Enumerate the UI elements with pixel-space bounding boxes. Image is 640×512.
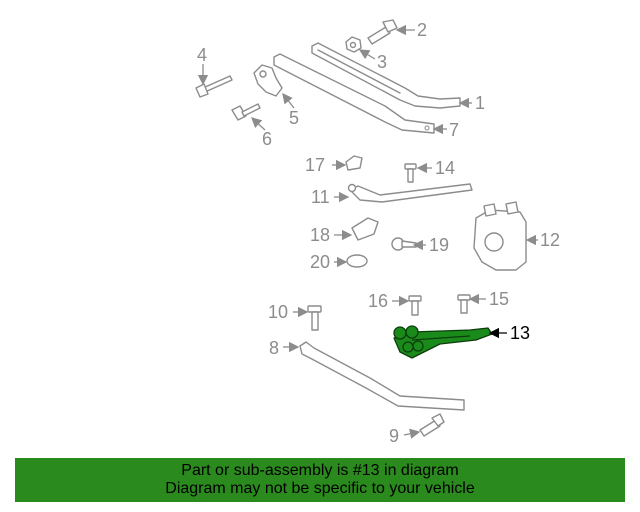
info-banner: Part or sub-assembly is #13 in diagram D… [15, 458, 625, 502]
part-12-mount[interactable] [473, 201, 527, 271]
banner-line-2: Diagram may not be specific to your vehi… [165, 480, 475, 497]
leader-5 [282, 92, 295, 109]
callout-5[interactable]: 5 [289, 108, 299, 128]
banner-line-1: Part or sub-assembly is #13 in diagram [181, 462, 459, 479]
part-3-nut[interactable] [345, 36, 362, 53]
callout-10[interactable]: 10 [268, 302, 288, 322]
callout-20[interactable]: 20 [310, 252, 330, 272]
part-18-bracket[interactable] [351, 217, 379, 241]
part-8-rail[interactable] [299, 341, 465, 411]
callout-3[interactable]: 3 [377, 52, 387, 72]
callout-17[interactable]: 17 [305, 155, 325, 175]
leader-3 [358, 49, 376, 60]
part-9-bolt[interactable] [419, 413, 445, 437]
callout-4[interactable]: 4 [197, 45, 207, 65]
callout-15[interactable]: 15 [489, 289, 509, 309]
callout-18[interactable]: 18 [310, 225, 330, 245]
callout-12[interactable]: 12 [540, 230, 560, 250]
parts-diagram: 1 2 3 4 5 6 7 17 14 11 18 19 20 12 16 15… [195, 19, 560, 446]
part-20-ring[interactable] [346, 254, 368, 268]
leader-6 [251, 117, 266, 131]
part-4-stud[interactable] [195, 75, 233, 98]
callout-19[interactable]: 19 [429, 235, 449, 255]
callout-16[interactable]: 16 [368, 291, 388, 311]
callout-1[interactable]: 1 [475, 93, 485, 113]
part-19-bolt[interactable] [391, 237, 417, 251]
callout-2[interactable]: 2 [417, 20, 427, 40]
part-17-clip[interactable] [345, 155, 363, 171]
callout-13[interactable]: 13 [510, 323, 530, 343]
callout-9[interactable]: 9 [389, 426, 399, 446]
leader-9 [403, 428, 421, 439]
part-11-rail[interactable] [347, 183, 473, 203]
callout-8[interactable]: 8 [269, 338, 279, 358]
callout-14[interactable]: 14 [435, 158, 455, 178]
part-13-bracket[interactable] [393, 325, 493, 359]
part-15-bolt[interactable] [457, 294, 471, 314]
part-5-bracket[interactable] [253, 64, 283, 97]
part-16-bolt[interactable] [408, 295, 422, 316]
callout-7[interactable]: 7 [449, 120, 459, 140]
part-14-bolt[interactable] [404, 163, 417, 183]
part-10-bolt[interactable] [307, 305, 322, 331]
callout-6[interactable]: 6 [262, 129, 272, 149]
part-6-bolt[interactable] [231, 103, 261, 121]
callout-11[interactable]: 11 [311, 187, 330, 207]
part-2-bolt[interactable] [367, 19, 398, 45]
